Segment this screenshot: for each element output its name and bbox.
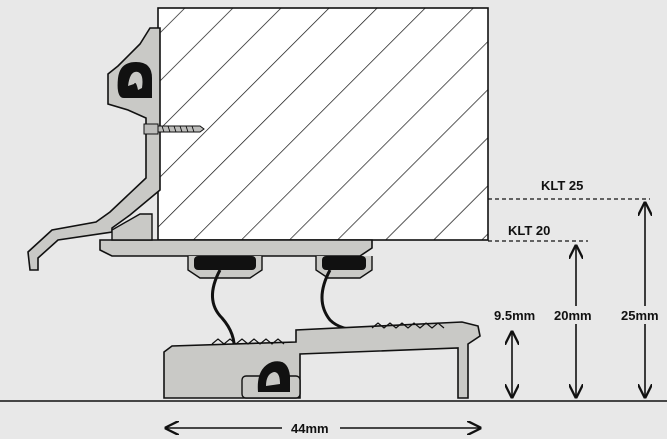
- rail-connector: [111, 213, 153, 241]
- klt20-label: KLT 20: [508, 223, 550, 238]
- klt25-label: KLT 25: [541, 178, 583, 193]
- seal-fin-right: [320, 269, 371, 332]
- dim-label-25: 25mm: [621, 308, 659, 323]
- threshold-serration: [211, 322, 445, 345]
- screw-icon: [143, 123, 205, 135]
- dim-label-9-5: 9.5mm: [494, 308, 535, 323]
- door-leaf-hatch: [158, 8, 488, 240]
- threshold-base: [163, 321, 481, 399]
- dim-label-20: 20mm: [554, 308, 592, 323]
- door-bottom-rail: [99, 239, 373, 257]
- width-label-44: 44mm: [291, 421, 329, 436]
